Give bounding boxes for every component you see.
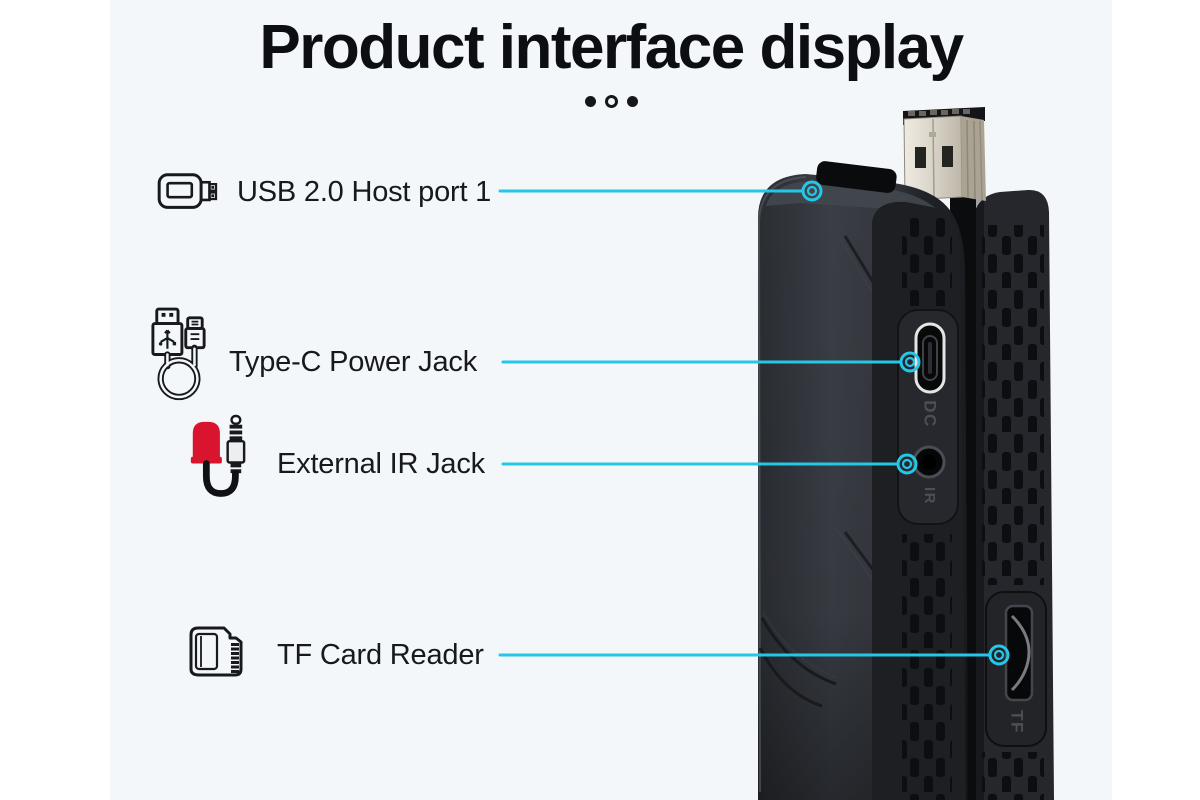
callout-marker-typec	[899, 351, 921, 373]
pagination-dot-hollow	[604, 95, 618, 108]
callout-marker-usb	[801, 180, 823, 202]
back-stick-vents	[982, 225, 1044, 585]
pagination-dots	[110, 95, 1112, 108]
tf-card-icon	[189, 626, 243, 677]
tf-card-slot	[1004, 604, 1034, 702]
callout-marker-ir	[896, 453, 918, 475]
pagination-dot-filled	[626, 96, 638, 107]
page-title: Product interface display	[259, 13, 964, 82]
callout-marker-tf	[988, 644, 1010, 666]
hdmi-pin-hole	[942, 146, 953, 167]
back-stick: TF	[972, 189, 1054, 800]
callout-label-usb: USB 2.0 Host port 1	[237, 176, 492, 208]
usb-port-opening	[816, 161, 897, 193]
hdmi-connector	[903, 107, 986, 201]
port-label-dc: DC	[921, 400, 940, 428]
pagination-dot-filled	[584, 96, 596, 107]
port-label-ir: IR	[921, 487, 938, 505]
ir-cable-icon	[190, 414, 246, 497]
callout-label-typec: Type-C Power Jack	[229, 346, 478, 378]
usb-plug-icon	[157, 173, 218, 209]
hdmi-pin-hole	[915, 147, 926, 168]
callout-label-ir: External IR Jack	[277, 448, 485, 480]
callout-lines	[498, 180, 1010, 666]
usb-cable-icon	[151, 307, 206, 401]
callout-label-tf: TF Card Reader	[277, 639, 484, 671]
tf-card-edge	[1010, 614, 1031, 692]
front-stick: DC IR	[757, 161, 968, 800]
port-label-tf: TF	[1008, 710, 1027, 734]
